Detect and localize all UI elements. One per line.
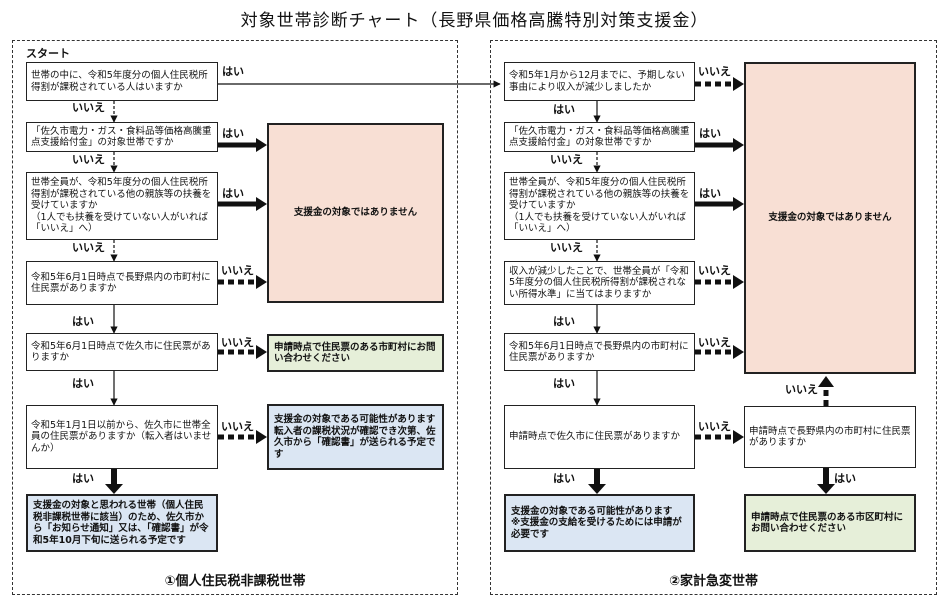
arrow-r-q1-no — [733, 77, 744, 91]
arrow-l-q4-no — [256, 275, 267, 289]
label-l-q3-no: いいえ — [72, 241, 105, 254]
arrow-r-q7-yes — [817, 484, 835, 494]
arrow-r-q2-yes — [733, 138, 744, 152]
right-panel-caption: ②家計急変世帯 — [668, 574, 758, 589]
panel-household-income-drop — [490, 40, 937, 595]
left-question-6: 令和5年1月1日以前から、佐久市に世帯全員の住民票がありますか（転入者はいません… — [26, 405, 218, 469]
label-r-q7-no: いいえ — [785, 383, 818, 396]
label-r-q1-no: いいえ — [698, 65, 731, 78]
label-r-q3-no: いいえ — [550, 241, 583, 254]
label-r-q3-yes: はい — [699, 187, 721, 200]
label-r-q2-yes: はい — [699, 127, 721, 140]
arrow-r-q4-no — [733, 275, 744, 289]
chart-title: 対象世帯診断チャート（長野県価格高騰特別対策支援金） — [240, 11, 709, 31]
label-l-q4-yes: はい — [72, 315, 94, 328]
arrow-r-q6-yes — [588, 484, 606, 494]
label-l-q6-no: いいえ — [221, 420, 254, 433]
arrow-r-q6-no — [733, 430, 744, 444]
right-result-not-eligible: 支援金の対象ではありません — [744, 62, 916, 374]
label-l-q2-yes: はい — [222, 127, 244, 140]
arrow-l-q2-yes — [256, 138, 267, 152]
left-result-possibly-eligible: 支援金の対象である可能性があります 転入者の課税状況が確認でき次第、佐久市から「… — [267, 404, 444, 470]
label-l-q3-yes: はい — [222, 187, 244, 200]
label-l-q1-yes: はい — [222, 65, 244, 78]
arrow-l-q6-yes — [105, 484, 123, 494]
label-r-q2-no: いいえ — [550, 153, 583, 166]
right-result-possibly-eligible: 支援金の対象である可能性があります ※支援金の支給を受けるためには申請が必要です — [504, 494, 695, 552]
label-r-q4-no: いいえ — [698, 264, 731, 277]
arrow-l-q6-no — [256, 430, 267, 444]
start-label: スタート — [26, 47, 70, 60]
label-r-q1-yes: はい — [553, 103, 575, 116]
arrow-r-q5-no — [733, 345, 744, 359]
right-question-2: 「佐久市電力・ガス・食料品等価格高騰重点支援給付金」の対象世帯ですか — [504, 122, 695, 152]
arrow-r-q3-yes — [733, 197, 744, 211]
left-question-2: 「佐久市電力・ガス・食料品等価格高騰重点支援給付金」の対象世帯ですか — [26, 122, 218, 152]
label-r-q6-no: いいえ — [698, 420, 731, 433]
left-question-1: 世帯の中に、令和5年度分の個人住民税所得割が課税されている人はいますか — [26, 62, 218, 101]
label-r-q4-yes: はい — [553, 315, 575, 328]
left-panel-caption: ①個人住民税非課税世帯 — [164, 574, 306, 589]
left-result-not-eligible: 支援金の対象ではありません — [267, 123, 444, 303]
label-r-q5-no: いいえ — [698, 336, 731, 349]
right-question-4: 収入が減少したことで、世帯全員が「令和5年度分の個人住民税所得割が課税されない所… — [504, 261, 695, 305]
right-question-7: 申請時点で長野県内の市町村に住民票がありますか — [744, 406, 916, 468]
panel-individual-tax-exempt — [12, 40, 458, 595]
label-l-q5-yes: はい — [72, 377, 94, 390]
label-r-q5-yes: はい — [553, 377, 575, 390]
right-question-6: 申請時点で佐久市に住民票がありますか — [504, 405, 695, 469]
left-question-4: 令和5年6月1日時点で長野県内の市町村に住民票がありますか — [26, 261, 218, 305]
left-question-3: 世帯全員が、令和5年度分の個人住民税所得割が課税されている他の親族等の扶養を受け… — [26, 172, 218, 240]
label-l-q1-no: いいえ — [72, 101, 105, 114]
left-result-eligible: 支援金の対象と思われる世帯（個人住民税非課税世帯に該当）のため、佐久市から「お知… — [26, 494, 218, 552]
arrow-r-q7-no — [818, 376, 834, 387]
right-question-3: 世帯全員が、令和5年度分の個人住民税所得割が課税されている他の親族等の扶養を受け… — [504, 172, 695, 240]
label-l-q6-yes: はい — [72, 472, 94, 485]
arrow-l-q5-no — [256, 345, 267, 359]
label-l-q2-no: いいえ — [72, 153, 105, 166]
label-l-q5-no: いいえ — [221, 336, 254, 349]
right-question-5: 令和5年6月1日時点で長野県内の市町村に住民票がありますか — [504, 333, 695, 371]
right-result-contact-municipality: 申請時点で住民票のある市区町村にお問い合わせください — [744, 494, 916, 552]
label-l-q4-no: いいえ — [221, 264, 254, 277]
label-r-q7-yes: はい — [834, 472, 856, 485]
arrow-l-q3-yes — [256, 197, 267, 211]
right-question-1: 令和5年1月から12月までに、予期しない事由により収入が減少しましたか — [504, 62, 695, 101]
left-result-contact-municipality: 申請時点で住民票のある市町村にお問い合わせください — [267, 334, 444, 372]
label-r-q6-yes: はい — [553, 472, 575, 485]
left-question-5: 令和5年6月1日時点で佐久市に住民票がありますか — [26, 333, 218, 371]
